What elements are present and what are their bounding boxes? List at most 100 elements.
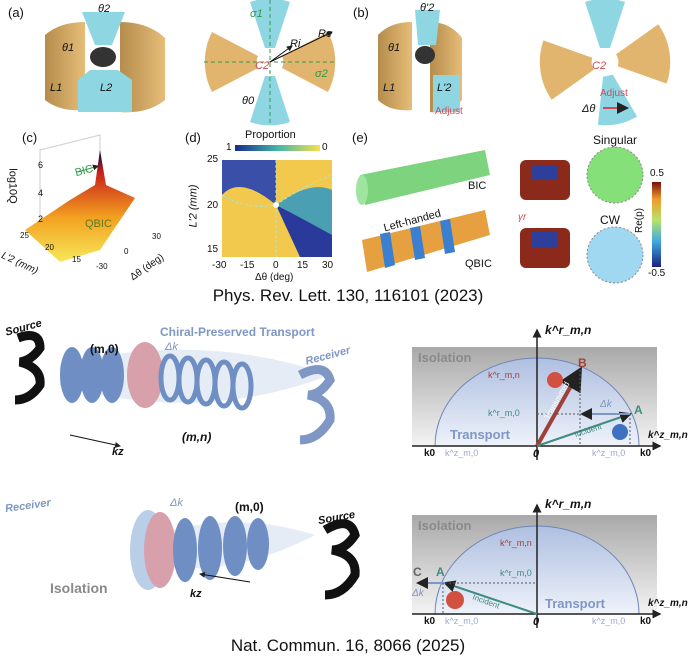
dispersion-graph-isolation <box>412 503 662 628</box>
isolation-kz-label: kz <box>190 588 202 600</box>
g2-origin: 0 <box>533 616 540 628</box>
d-ytick: 25 <box>207 154 219 165</box>
adjust-label-1: Adjust <box>435 106 463 117</box>
Ri-label: Ri <box>290 38 301 50</box>
g1-dk-label: Δk <box>600 399 612 410</box>
L1-label: L1 <box>50 82 63 94</box>
transport-mn-label: (m,n) <box>182 430 212 444</box>
c-ztick: 4 <box>38 188 44 198</box>
c-xtick: 25 <box>20 231 29 240</box>
e-qbic-label: QBIC <box>465 258 492 270</box>
d-ylabel: L'2 (mm) <box>187 184 200 228</box>
panel-c-surface-plot <box>25 134 135 262</box>
receiver-chiral-3-icon <box>297 365 335 445</box>
c-ytick: -30 <box>96 262 108 271</box>
g1-transport-label: Transport <box>450 427 510 442</box>
g1-km0-label: k^r_m,0 <box>488 408 520 418</box>
g1-origin: 0 <box>533 448 540 460</box>
g2-k0-right: k0 <box>640 616 652 627</box>
panel-a-3d-resonator <box>45 12 165 113</box>
d-xtick: -15 <box>240 260 255 271</box>
dispersion-graph-transport <box>412 328 662 460</box>
c-ytick: 0 <box>124 247 129 256</box>
panel-a-top-view <box>204 0 336 126</box>
d-xtick: -30 <box>212 260 227 271</box>
theta1-label: θ1 <box>62 42 75 54</box>
sigma1-label: σ1 <box>250 8 263 20</box>
cw-field-disk <box>586 226 644 284</box>
g1-xaxis-label: k^z_m,n <box>648 430 688 441</box>
source-chiral-3-icon-isolation <box>322 519 360 600</box>
g2-kz-m0-right: k^z_m,0 <box>592 616 626 626</box>
isolation-illustration <box>130 510 360 600</box>
c-zlabel: log10Q <box>6 168 19 204</box>
g2-point-C: C <box>413 565 422 579</box>
g2-dk-label: Δk <box>412 588 424 599</box>
g1-yaxis-label: k^r_m,n <box>545 323 592 337</box>
g1-k0-left: k0 <box>424 448 436 459</box>
panel-label-d: (d) <box>185 130 201 145</box>
e-cw-label: CW <box>600 213 620 227</box>
theta2-label: θ2 <box>98 3 111 15</box>
Re-label: Re <box>318 28 333 40</box>
proportion-colorbar <box>235 145 320 151</box>
c-ytick: 30 <box>152 232 161 241</box>
d-cb-left: 1 <box>226 142 232 153</box>
transport-title: Chiral-Preserved Transport <box>160 325 315 339</box>
d-ytick: 20 <box>207 200 219 211</box>
theta0-label: θ0 <box>242 95 255 107</box>
c-xtick: 15 <box>72 255 81 264</box>
panel-b-3d-resonator <box>378 10 462 113</box>
e-cb-label: Re(p) <box>634 207 646 234</box>
g1-kz-m0-right: k^z_m,0 <box>592 448 626 458</box>
d-cb-right: 0 <box>322 142 328 153</box>
g1-point-A: A <box>634 403 643 417</box>
e-singular-label: Singular <box>593 133 638 147</box>
isolation-dk-label: Δk <box>170 497 183 509</box>
e-gamma-label: γr <box>518 212 527 223</box>
transport-kz-label: kz <box>112 446 124 458</box>
g1-isolation-label: Isolation <box>418 350 472 365</box>
c-qbic-label: QBIC <box>85 218 112 230</box>
c-ztick: 6 <box>38 160 44 170</box>
panel-label-a: (a) <box>8 5 24 20</box>
c-xtick: 20 <box>45 243 54 252</box>
e-cb-max: 0.5 <box>650 168 664 179</box>
isolation-m0-label: (m,0) <box>235 500 264 514</box>
g2-transport-label: Transport <box>545 596 605 611</box>
g2-kz-m0-left: k^z_m,0 <box>445 616 479 626</box>
singular-field-disk <box>586 146 644 204</box>
panel-label-b: (b) <box>353 5 369 20</box>
g2-km0-label: k^r_m,0 <box>500 568 532 578</box>
g2-yaxis-label: k^r_m,n <box>545 497 592 511</box>
citation-nat-commun: Nat. Commun. 16, 8066 (2025) <box>230 636 466 655</box>
g2-kmn-label: k^r_m,n <box>500 538 532 548</box>
transport-dk-label: Δk <box>165 341 178 353</box>
sigma2-label: σ2 <box>315 68 328 80</box>
re-p-colorbar <box>652 182 661 267</box>
transport-m0-label: (m,0) <box>90 342 119 356</box>
panel-label-c: (c) <box>22 130 38 145</box>
citation-prl: Phys. Rev. Lett. 130, 116101 (2023) <box>212 286 484 305</box>
g1-kz-m0-left: k^z_m,0 <box>445 448 479 458</box>
panel-b-top-view <box>539 0 671 126</box>
d-xtick: 30 <box>322 260 334 271</box>
theta1-label-b: θ1 <box>388 42 401 54</box>
g1-k0-right: k0 <box>640 448 652 459</box>
d-xtick: 0 <box>273 260 279 271</box>
c-ztick: 2 <box>38 214 44 224</box>
source-chiral-3-icon <box>14 331 45 405</box>
e-cb-min: -0.5 <box>648 268 666 279</box>
d-colorbar-title: Proportion <box>245 129 296 141</box>
adjust-label-2: Adjust <box>600 88 628 99</box>
g2-isolation-label: Isolation <box>418 518 472 533</box>
panel-d-map <box>221 145 333 257</box>
g1-kmn-label: k^r_m,n <box>488 370 520 380</box>
L1-label-b: L1 <box>383 82 396 94</box>
d-xtick: 15 <box>297 260 309 271</box>
transport-illustration <box>14 331 335 448</box>
e-bic-label: BIC <box>468 180 487 192</box>
theta2p-label: θ'2 <box>420 2 435 14</box>
